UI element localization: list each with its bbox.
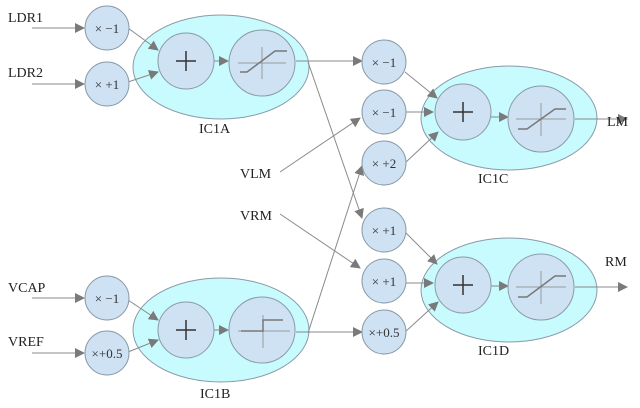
wire-d3-sum [404, 301, 439, 333]
gain-d3-label: ×+0.5 [369, 325, 400, 340]
gain-node-d1: × +1 [361, 207, 407, 253]
wire-b1-sum [127, 299, 159, 321]
saturator-ic1a [228, 29, 296, 97]
summer-ic1c [434, 83, 492, 141]
gain-b2-label: ×+0.5 [92, 346, 123, 361]
gain-a2-label: × +1 [95, 77, 119, 92]
plus-icon [176, 51, 196, 71]
gain-node-c3: × +2 [361, 140, 407, 186]
output-rm-label: RM [605, 255, 627, 270]
input-vrm-label: VRM [240, 209, 272, 224]
gain-b1-label: × −1 [95, 291, 119, 306]
saturation-curve-icon [518, 108, 566, 130]
gain-d1-label: × +1 [372, 223, 396, 238]
wire-b-to-c3 [307, 165, 364, 334]
comparator-ic1b [228, 296, 296, 364]
wire-a1-sum [127, 27, 159, 51]
summer-ic1d [434, 256, 492, 314]
gain-c3-label: × +2 [372, 156, 396, 171]
input-vcap-label: VCAP [8, 281, 46, 296]
wire-b2-sum [127, 338, 159, 353]
gain-node-c2: × −1 [361, 89, 407, 135]
plus-icon [453, 102, 473, 122]
input-ldr1-label: LDR1 [8, 11, 43, 26]
input-vref-label: VREF [8, 335, 44, 350]
wire-vlm-to-c2 [279, 117, 361, 173]
group-ic1a-label: IC1A [199, 122, 231, 137]
step-curve-icon [241, 319, 283, 332]
wire-d1-sum [404, 231, 438, 265]
group-ic1b-label: IC1B [200, 387, 230, 402]
gain-c1-label: × −1 [372, 55, 396, 70]
input-ldr2-label: LDR2 [8, 66, 43, 81]
gain-a1-label: × −1 [95, 21, 119, 36]
gain-node-c1: × −1 [361, 39, 407, 85]
summer-ic1b [157, 301, 215, 359]
wire-c1-sum [404, 71, 438, 99]
wire-vrm-to-d2 [279, 213, 361, 269]
saturator-ic1c [507, 85, 575, 153]
wire-c3-sum [404, 131, 439, 164]
gain-node-a2: × +1 [84, 61, 130, 107]
group-ic1d-label: IC1D [478, 344, 509, 359]
gain-d2-label: × +1 [372, 274, 396, 289]
saturation-curve-icon [518, 275, 566, 298]
gain-c2-label: × −1 [372, 105, 396, 120]
saturation-curve-icon [240, 50, 287, 73]
plus-icon [176, 320, 196, 340]
gain-node-b2: ×+0.5 [84, 330, 130, 376]
saturator-ic1d [507, 253, 575, 321]
gain-node-a1: × −1 [84, 5, 130, 51]
gain-node-b1: × −1 [84, 275, 130, 321]
output-lm-label: LM [607, 115, 629, 130]
summer-ic1a [157, 32, 215, 90]
input-vlm-label: VLM [240, 167, 272, 182]
wire-a2-sum [127, 70, 159, 83]
plus-icon [453, 275, 473, 295]
gain-node-d2: × +1 [361, 258, 407, 304]
gain-node-d3: ×+0.5 [361, 309, 407, 355]
group-ic1c-label: IC1C [478, 172, 508, 187]
wire-a-to-d1 [307, 61, 364, 219]
